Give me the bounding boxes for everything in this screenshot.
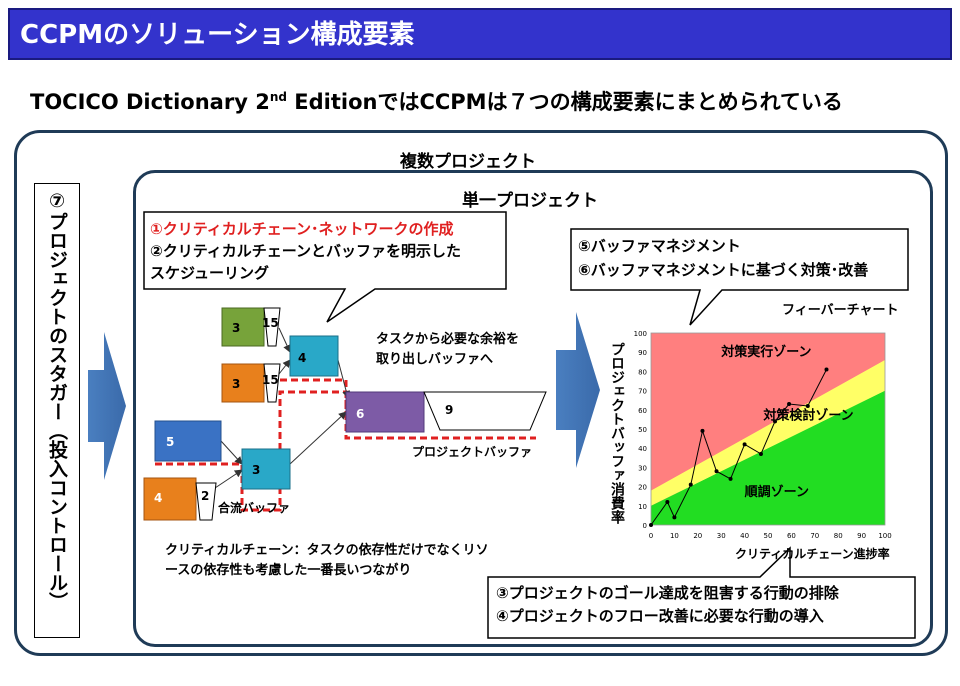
- callout-flow-line1: ③プロジェクトのゴール達成を阻害する行動の排除: [496, 584, 840, 602]
- x-tick-label: 100: [878, 532, 891, 540]
- chart-frame: [650, 332, 886, 526]
- buffer-note: タスクから必要な余裕を取り出しバッファへ: [376, 332, 520, 367]
- x-tick-label: 60: [787, 532, 796, 540]
- task-cyan-top-label: 4: [298, 351, 306, 365]
- y-tick-label: 0: [643, 522, 647, 530]
- cc-definition: クリティカルチェーン：タスクの依存性だけでなくリソースの依存性も考慮した一番長い…: [165, 543, 489, 578]
- callout-schedule-box: [143, 211, 507, 323]
- subtitle-suffix: EditionではCCPMは７つの構成要素にまとめられている: [286, 90, 843, 114]
- subtitle: TOCICO Dictionary 2nd EditionではCCPMは７つの構…: [30, 86, 843, 116]
- chart-ylabel: プロジェクトバッファ消費率: [609, 342, 625, 524]
- stagger-label: ⑦プロジェクトのスタガー（投入コントロール）: [46, 190, 68, 611]
- x-tick-label: 30: [717, 532, 726, 540]
- callout-flow-line2: ④プロジェクトのフロー改善に必要な行動の導入: [496, 607, 824, 625]
- y-tick-label: 40: [638, 445, 647, 453]
- x-tick-label: 90: [857, 532, 866, 540]
- project-buffer-value: 9: [445, 403, 453, 417]
- task-cyan-top: [289, 335, 339, 377]
- y-tick-label: 80: [638, 368, 647, 376]
- series-point: [688, 482, 693, 487]
- x-tick-label: 70: [810, 532, 819, 540]
- task-blue: [154, 420, 222, 462]
- series-point: [714, 469, 719, 474]
- multi-project-label: 複数プロジェクト: [400, 152, 536, 172]
- callout-schedule-line2: ②クリティカルチェーンとバッファを明示した: [150, 242, 461, 260]
- project-buffer-label: プロジェクトバッファ: [412, 444, 532, 459]
- stagger-box: [34, 183, 80, 638]
- series-point: [728, 476, 733, 481]
- zone-green: [651, 390, 885, 525]
- callout-schedule-line1: ①クリティカルチェーン･ネットワークの作成: [150, 220, 454, 238]
- callout-flow-box: [487, 546, 916, 639]
- zone-label-yellow: 対策検討ゾーン: [762, 407, 853, 423]
- series-point: [805, 403, 810, 408]
- multi-project-frame: [14, 130, 948, 656]
- series-point: [758, 451, 763, 456]
- subtitle-sup: nd: [269, 90, 287, 104]
- chart-plot-area: 0 10 20 30 40 50 60 70 80 90 100 0 10 20 30 40 50 60 70 80 9…: [634, 330, 892, 540]
- task-orange-lower-label: 4: [154, 491, 162, 505]
- merge-buffer-label: 合流バッファ: [218, 500, 290, 515]
- x-tick-label: 0: [649, 532, 653, 540]
- x-tick-label: 20: [693, 532, 702, 540]
- series-point: [773, 419, 778, 424]
- task-cyan-bottom-label: 3: [252, 463, 260, 477]
- y-tick-label: 10: [638, 503, 647, 511]
- x-tick-label: 40: [740, 532, 749, 540]
- single-project-label: 単一プロジェクト: [462, 191, 598, 211]
- flow-arrow-left: [88, 332, 126, 480]
- y-tick-label: 60: [638, 407, 647, 415]
- merge-buffer-shape: [195, 482, 217, 521]
- project-buffer-shape: [423, 391, 547, 431]
- callout-buffer-line1: ⑤バッファマネジメント: [578, 237, 741, 255]
- zone-label-green: 順調ゾーン: [745, 484, 809, 500]
- zone-yellow-band: [651, 359, 885, 506]
- task-orange-upper: [221, 363, 265, 403]
- zone-label-red: 対策実行ゾーン: [720, 344, 811, 360]
- series-point: [742, 442, 747, 447]
- single-project-frame: [133, 170, 933, 647]
- series-point: [672, 515, 677, 520]
- x-tick-label: 10: [670, 532, 679, 540]
- y-tick-label: 90: [638, 349, 647, 357]
- callout-schedule-line3: スケジューリング: [150, 264, 269, 282]
- fever-chart: フィーバーチャート 0 10 20 30 40 50 60 70 80 90 100 0 10 20 30 4…: [634, 303, 899, 561]
- callout-buffer-box: [570, 228, 909, 326]
- task-green: [221, 307, 265, 347]
- y-tick-label: 100: [634, 330, 647, 338]
- task-green-buffer-label: 15: [262, 316, 279, 330]
- task-green-label: 3: [232, 321, 240, 335]
- chart-xlabel: クリティカルチェーン進捗率: [735, 546, 890, 561]
- task-purple-label: 6: [356, 407, 364, 421]
- task-orange-upper-label: 3: [232, 377, 240, 391]
- task-orange-upper-buffer-label: 15: [262, 373, 279, 387]
- title-bar: [8, 8, 952, 60]
- task-purple: [345, 391, 425, 433]
- y-tick-label: 70: [638, 388, 647, 396]
- series-point: [700, 428, 705, 433]
- series-point: [787, 402, 792, 407]
- task-orange-lower: [143, 477, 197, 521]
- task-green-buffer: [263, 307, 281, 347]
- series-point: [665, 499, 670, 504]
- y-tick-label: 20: [638, 484, 647, 492]
- series-point: [649, 523, 653, 527]
- page-title: CCPMのソリューション構成要素: [20, 20, 415, 50]
- series-point: [824, 367, 829, 372]
- flow-arrow-middle: [556, 312, 600, 468]
- merge-buffer-value: 2: [201, 489, 209, 503]
- task-blue-label: 5: [166, 435, 174, 449]
- x-tick-label: 50: [764, 532, 773, 540]
- task-cyan-bottom: [241, 448, 291, 490]
- callout-buffer-line2: ⑥バッファマネジメントに基づく対策･改善: [578, 261, 868, 279]
- y-tick-label: 30: [638, 464, 647, 472]
- x-tick-label: 80: [834, 532, 843, 540]
- subtitle-prefix: TOCICO Dictionary 2: [30, 90, 270, 114]
- y-tick-label: 50: [638, 426, 647, 434]
- task-orange-upper-buffer: [263, 363, 281, 403]
- chart-title: フィーバーチャート: [782, 303, 898, 318]
